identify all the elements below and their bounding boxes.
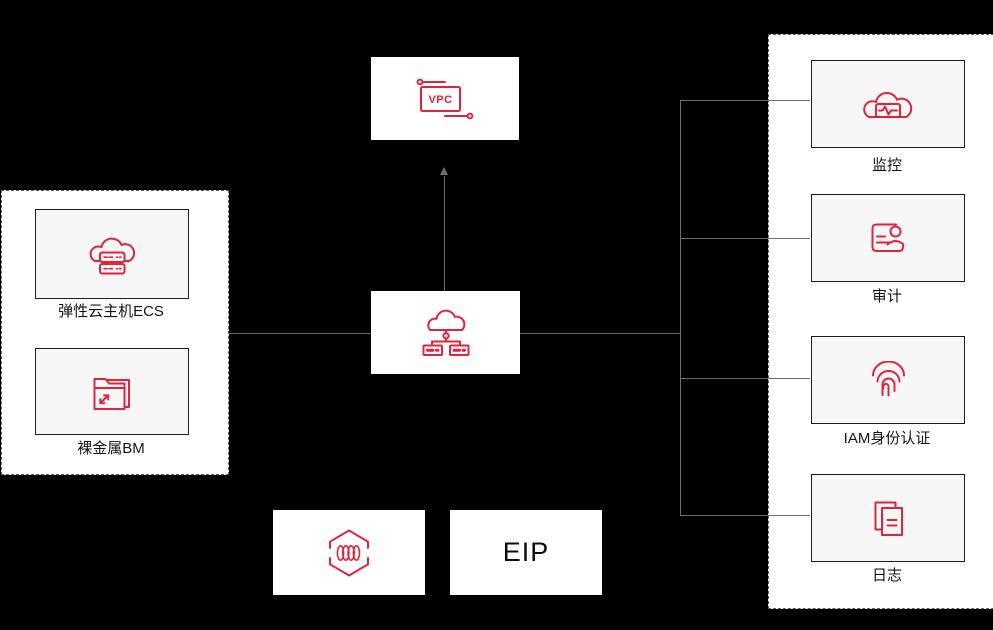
audit-card-icon [871,223,905,252]
cloud-server-icon [89,237,135,275]
eip-label: EIP [502,537,550,567]
arrow-up-icon [440,167,448,175]
connector-branch-log [680,515,810,516]
hexagon-coil-icon [329,529,369,576]
cloud-monitor-icon [863,91,913,118]
hexagon-service-node [273,510,425,595]
bare-metal-label: 裸金属BM [77,440,145,457]
iam-card [811,336,965,424]
ecs-label: 弹性云主机ECS [58,303,164,320]
eip-node: EIP [450,510,602,595]
fingerprint-icon [871,361,905,397]
connector-left-panel [228,333,371,334]
log-card [811,474,965,562]
connector-trunk-vertical [680,100,681,515]
iam-label: IAM身份认证 [843,430,931,447]
network-hub-node [371,291,520,374]
folder-transfer-icon [93,377,130,410]
connector-branch-monitor [680,100,810,101]
audit-card [811,194,965,282]
ecs-card [35,209,189,299]
connector-branch-audit [680,238,810,239]
services-group-panel: 监控 审计 IAM身份认证 [768,34,993,609]
connector-hub-to-vpc [444,176,445,291]
monitor-label: 监控 [871,157,902,174]
bare-metal-card [35,348,189,435]
connector-branch-iam [680,378,810,379]
vpc-icon-label: VPC [428,94,452,106]
log-label: 日志 [871,567,902,584]
cloud-network-icon [422,309,469,356]
audit-label: 审计 [871,288,902,305]
monitor-card [811,60,965,148]
vpc-icon: VPC [416,78,474,119]
connector-right-trunk [520,333,680,334]
compute-group-panel: 弹性云主机ECS 裸金属BM [1,190,229,475]
log-pages-icon [874,501,903,536]
vpc-node: VPC [371,57,519,140]
